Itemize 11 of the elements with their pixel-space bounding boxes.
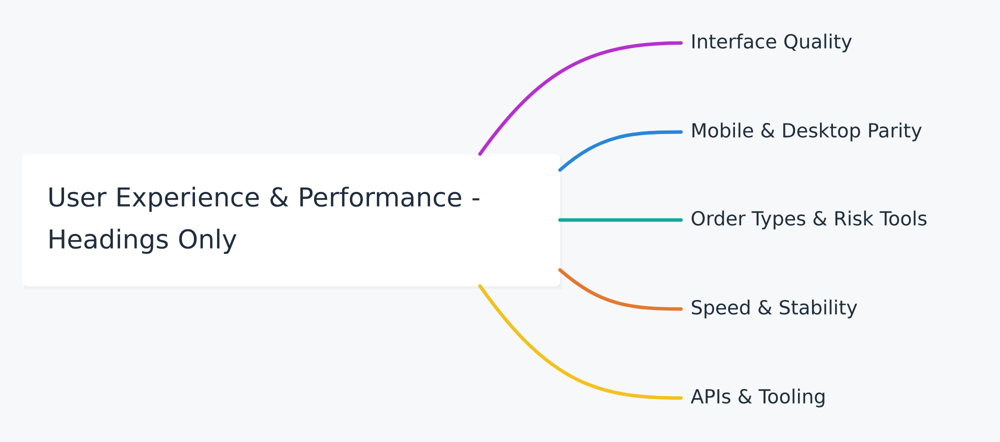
branch-label: Order Types & Risk Tools bbox=[692, 210, 926, 230]
branch-line bbox=[558, 218, 683, 222]
branch-label: Mobile & Desktop Parity bbox=[692, 122, 922, 142]
branch-line bbox=[558, 268, 683, 311]
branch-line bbox=[478, 41, 683, 156]
topic-box: User Experience & Performance - Headings Only bbox=[22, 154, 560, 286]
branch-label: Interface Quality bbox=[692, 34, 852, 52]
branch-line bbox=[558, 130, 683, 172]
branch-line bbox=[478, 284, 683, 400]
branch-label: Speed & Stability bbox=[692, 300, 858, 318]
branch-label: APIs & Tooling bbox=[690, 388, 824, 408]
